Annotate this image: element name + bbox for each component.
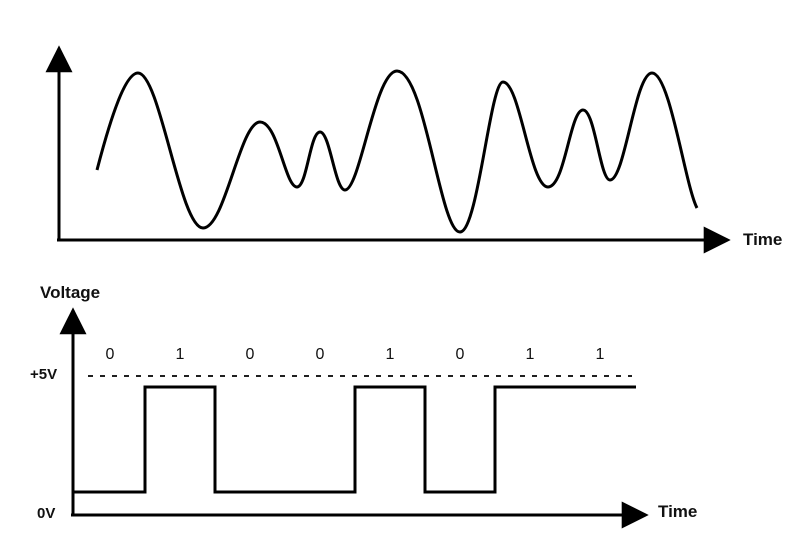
bit-label: 1 (386, 346, 395, 363)
analog-signal-panel: Time (45, 45, 782, 254)
bit-label: 0 (246, 346, 255, 363)
analog-x-axis-label: Time (743, 230, 782, 249)
low-level-label: 0V (37, 505, 55, 522)
digital-x-axis-label: Time (658, 502, 697, 521)
bit-label: 1 (596, 346, 605, 363)
bit-label: 1 (526, 346, 535, 363)
bit-label: 1 (176, 346, 185, 363)
bit-label: 0 (106, 346, 115, 363)
digital-signal-panel: Voltage Time +5V 0V 0 1 0 0 1 0 1 1 (30, 283, 697, 529)
digital-square-wave (73, 385, 636, 494)
bit-label: 0 (316, 346, 325, 363)
bit-label: 0 (456, 346, 465, 363)
analog-waveform (95, 69, 699, 234)
voltage-axis-label: Voltage (40, 283, 100, 302)
bit-labels: 0 1 0 0 1 0 1 1 (106, 346, 605, 363)
high-level-label: +5V (30, 366, 57, 383)
